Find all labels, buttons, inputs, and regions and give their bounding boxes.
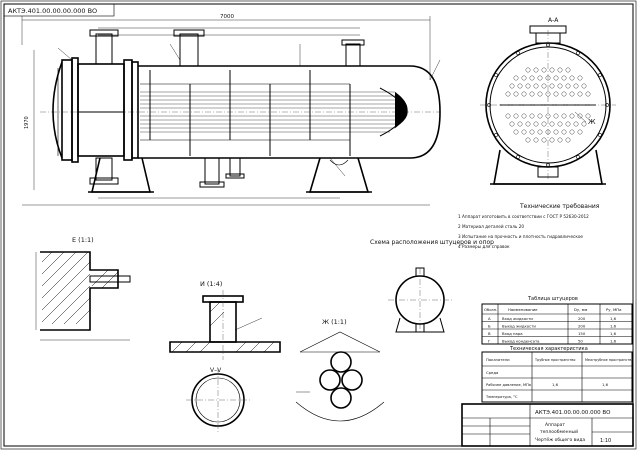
tech-requirements: Технические требования 1 Аппарат изготов… (458, 203, 600, 249)
tube-bundle (140, 87, 408, 137)
nozzle-r2-c1: Вход пара (502, 331, 523, 336)
nozzle-r3-c3: 1,6 (610, 339, 617, 344)
nozzle-scheme: Схема расположения штуцеров и опор (370, 239, 494, 333)
name-line-1: Аппарат (545, 422, 565, 428)
detail-e-title: Е (1:1) (72, 236, 94, 244)
name-line-2: теплообменный (540, 428, 578, 435)
nozzle-r2-c2: 150 (578, 331, 586, 336)
nozzle-r3-c1: Выход конденсата (502, 339, 540, 344)
detail-zh-title: Ж (1:1) (322, 318, 347, 326)
nozzle-r1-c0: Б (488, 324, 491, 329)
top-left-stamp-box (3, 3, 115, 17)
nozzle-r3-c2: 50 (578, 339, 583, 344)
inner-frame (3, 3, 634, 447)
detail-zh: Ж (1:1) (295, 318, 385, 422)
tech-r1-c2: 1,6 (602, 382, 609, 387)
nozzle-r3-c0: Г (488, 339, 491, 344)
tech-req-line-1: 1 Аппарат изготовить в соответствии с ГО… (458, 214, 589, 219)
tech-r2-c0: Температура, °С (485, 395, 518, 399)
overall-length-dim: 7000 (220, 14, 234, 20)
nozzle-th-1: Наименование (508, 307, 538, 312)
tube-sheet-holes (505, 67, 591, 143)
nozzle-r0-c0: А (488, 316, 491, 321)
nozzle-th-0: Обозн. (484, 307, 497, 312)
nozzle-r2-c0: В (488, 331, 491, 336)
nozzle-r1-c1: Выход жидкости (502, 324, 536, 329)
tech-th-1: Трубное пространство (534, 358, 575, 362)
tech-char-title: Техническая характеристика (509, 346, 588, 352)
nozzle-scheme-title: Схема расположения штуцеров и опор (370, 239, 494, 246)
tech-th-2: Межтрубное пространство (585, 358, 633, 362)
nozzle-table: Таблица штуцеров Обозн. Наименование Dy,… (481, 296, 633, 345)
left-height-dim: 1970 (24, 116, 30, 129)
nozzle-r2-c3: 1,6 (610, 331, 617, 336)
tech-req-title: Технические требования (519, 203, 600, 210)
side-view-title: А-А (548, 17, 559, 24)
tech-th-0: Показатели (486, 357, 510, 362)
section-v-title: V–V (210, 367, 222, 374)
nozzle-r0-c3: 1,6 (610, 316, 617, 321)
side-view: А-А Ж (480, 17, 616, 185)
top-left-stamp: АКТЭ.401.00.00.00.000 ВО (8, 7, 97, 15)
detail-i: И (1:4) V–V (169, 280, 281, 432)
detail-i-title: И (1:4) (200, 280, 222, 288)
nozzle-r0-c1: Вход жидкости (502, 316, 533, 321)
mass-scale: 1:10 (600, 438, 611, 444)
tech-r1-c1: 1,6 (552, 382, 559, 387)
title-block: АКТЭ.401.00.00.00.000 ВО Аппарат теплооб… (461, 403, 634, 447)
nozzle-r0-c2: 200 (578, 316, 586, 321)
nozzle-r1-c2: 200 (578, 324, 586, 329)
designation: АКТЭ.401.00.00.00.000 ВО (535, 410, 611, 416)
tech-r0-c0: Среда (486, 370, 498, 375)
main-view: 7000 1970 (21, 14, 441, 206)
tech-char-table: Техническая характеристика Показатели Тр… (481, 346, 633, 403)
name-line-3: Чертёж общего вида (535, 437, 585, 443)
tech-req-line-2: 2 Материал деталей сталь 20 (458, 224, 524, 229)
nozzle-table-title: Таблица штуцеров (527, 296, 578, 302)
tech-req-line-3: 3 Испытание на прочность и плотность гид… (458, 234, 583, 239)
tech-req-line-4: 4 Размеры для справок (458, 244, 510, 249)
callout-zh: Ж (588, 118, 596, 126)
detail-e: Е (1:1) (35, 236, 131, 341)
nozzle-th-2: Dy, мм (574, 307, 587, 312)
nozzle-r1-c3: 1,6 (610, 324, 617, 329)
tech-r1-c0: Рабочее давление, МПа (486, 383, 531, 387)
nozzle-th-3: Py, МПа (606, 307, 621, 312)
